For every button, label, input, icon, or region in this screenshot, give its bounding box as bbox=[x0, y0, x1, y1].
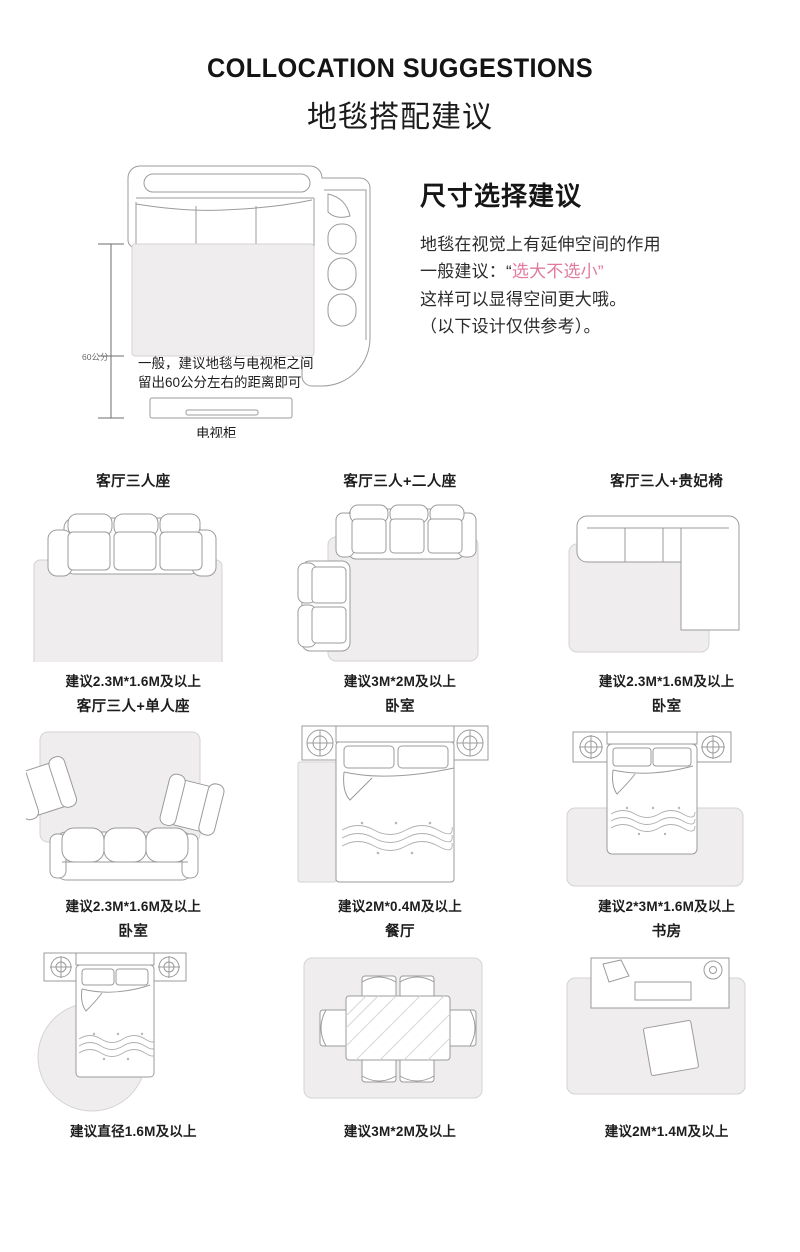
sofa3-svg bbox=[33, 513, 223, 662]
cell-title: 客厅三人+二人座 bbox=[343, 474, 457, 490]
cell-note: 建议2.3M*1.6M及以上 bbox=[598, 674, 735, 689]
cell-illustration bbox=[533, 494, 800, 669]
cell-illustration bbox=[267, 719, 534, 894]
advice-line-4: （以下设计仅供参考）。 bbox=[420, 317, 601, 337]
cell-illustration bbox=[533, 944, 800, 1119]
advice-highlight: 选大不选小 bbox=[511, 262, 598, 282]
study-svg bbox=[566, 957, 746, 1094]
advice-line-2-prefix: 一般建议： bbox=[420, 262, 506, 282]
cell-note: 建议3M*2M及以上 bbox=[343, 674, 457, 689]
sofa3plus1-svg bbox=[25, 731, 225, 880]
cell-note: 建议2.3M*1.6M及以上 bbox=[65, 899, 202, 914]
advice-line-3: 这样可以显得空间更大哦。 bbox=[420, 289, 627, 309]
cell-title: 卧室 bbox=[118, 924, 149, 940]
page-title-english: COLLOCATION SUGGESTIONS bbox=[206, 53, 594, 83]
grid-cell-bedfull: 卧室 bbox=[533, 695, 800, 920]
tv-distance-svg: 60公分 一般，建议地毯与电视柜之间 留出60公分左右的距离即可 电视柜 bbox=[82, 165, 371, 438]
quote-close: ” bbox=[597, 262, 604, 282]
sofa3chaise-svg bbox=[568, 515, 740, 652]
tv-cabinet-label: 电视柜 bbox=[196, 426, 237, 438]
cell-title: 客厅三人+单人座 bbox=[76, 699, 190, 715]
cell-illustration bbox=[0, 944, 267, 1119]
cell-note: 建议3M*2M及以上 bbox=[343, 1124, 457, 1139]
grid-cell-sofa3plus1: 客厅三人+单人座 bbox=[0, 695, 267, 920]
cell-note: 建议2M*1.4M及以上 bbox=[604, 1124, 729, 1139]
cell-title: 卧室 bbox=[651, 699, 682, 715]
cell-illustration bbox=[267, 944, 534, 1119]
cell-title: 餐厅 bbox=[385, 924, 415, 940]
cell-note: 建议直径1.6M及以上 bbox=[69, 1124, 197, 1139]
cell-illustration bbox=[0, 719, 267, 894]
page-title-chinese: 地毯搭配建议 bbox=[307, 100, 493, 134]
page-header: COLLOCATION SUGGESTIONS 地毯搭配建议 bbox=[0, 0, 800, 136]
cell-title: 卧室 bbox=[385, 699, 415, 715]
grid-cell-dining: 餐厅 bbox=[267, 920, 534, 1145]
cell-title: 客厅三人座 bbox=[96, 474, 171, 490]
cell-note: 建议2*3M*1.6M及以上 bbox=[598, 899, 736, 914]
cell-note: 建议2M*0.4M及以上 bbox=[338, 899, 462, 914]
bedround-svg bbox=[37, 952, 187, 1111]
grid-cell-bedround: 卧室 bbox=[0, 920, 267, 1145]
cell-title: 客厅三人+贵妃椅 bbox=[610, 474, 724, 490]
bedfull-svg bbox=[566, 731, 744, 886]
grid-cell-sofa3: 客厅三人座 建议2.3M*1.6M及以上 bbox=[0, 470, 267, 695]
grid-cell-bedrunner: 卧室 bbox=[267, 695, 534, 920]
cell-illustration bbox=[267, 494, 534, 669]
sofa3plus2-svg bbox=[297, 504, 479, 662]
cell-illustration bbox=[0, 494, 267, 669]
suggestion-grid: 客厅三人座 建议2.3M*1.6M及以上 bbox=[0, 470, 800, 1145]
bedrunner-svg bbox=[297, 725, 489, 882]
dining-svg bbox=[303, 957, 483, 1098]
grid-cell-sofa3chaise: 客厅三人+贵妃椅 建议2.3M*1.6M及以上 bbox=[533, 470, 800, 695]
size-advice-heading: 尺寸选择建议 bbox=[420, 180, 583, 211]
quote-open: “ bbox=[506, 262, 512, 282]
dimension-label: 60公分 bbox=[82, 352, 109, 362]
diagram-note-line-2: 留出60公分左右的距离即可 bbox=[138, 374, 302, 390]
tv-distance-diagram: 60公分 一般，建议地毯与电视柜之间 留出60公分左右的距离即可 电视柜 bbox=[78, 158, 398, 438]
grid-cell-sofa3plus2: 客厅三人+二人座 bbox=[267, 470, 534, 695]
diagram-note-line-1: 一般，建议地毯与电视柜之间 bbox=[138, 356, 314, 371]
cell-note: 建议2.3M*1.6M及以上 bbox=[65, 674, 202, 689]
cell-illustration bbox=[533, 719, 800, 894]
top-section: 60公分 一般，建议地毯与电视柜之间 留出60公分左右的距离即可 电视柜 尺寸选… bbox=[0, 158, 800, 438]
size-advice-text-block: 尺寸选择建议 地毯在视觉上有延伸空间的作用 一般建议：“选大不选小” 这样可以显… bbox=[420, 176, 770, 341]
advice-line-1: 地毯在视觉上有延伸空间的作用 bbox=[420, 234, 661, 254]
cell-title: 书房 bbox=[651, 924, 682, 940]
grid-cell-study: 书房 建议2M*1.4M及以上 bbox=[533, 920, 800, 1145]
size-advice-body: 地毯在视觉上有延伸空间的作用 一般建议：“选大不选小” 这样可以显得空间更大哦。… bbox=[420, 231, 770, 341]
